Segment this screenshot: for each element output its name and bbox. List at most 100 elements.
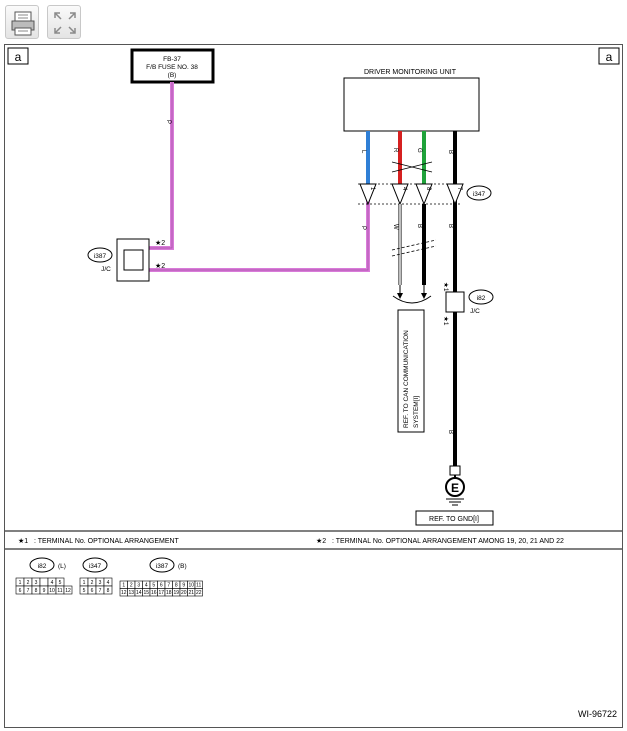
unit-title: DRIVER MONITORING UNIT (364, 69, 457, 76)
connector-view-cell (63, 585, 73, 595)
wire-pink-unit-core (149, 190, 369, 271)
expand-button[interactable] (47, 5, 81, 39)
page-marker-left (7, 47, 29, 65)
note2-text: : TERMINAL No. OPTIONAL ARRANGEMENT AMON… (332, 538, 564, 545)
connector-view-badge (29, 557, 55, 573)
connector-view-pin: 10 (188, 583, 194, 589)
connector-view-pin: 7 (27, 588, 30, 594)
connector-view-pin: 7 (99, 588, 102, 594)
connector-view-pin: 13 (128, 590, 134, 596)
wire-label-w: W (392, 224, 398, 230)
connector-view-pin: 22 (196, 590, 202, 596)
connector-view-badge (82, 557, 108, 573)
connector-view-pin: 21 (188, 590, 194, 596)
connector-i347-label: i347 (473, 191, 486, 198)
connector-view-pin: 8 (175, 583, 178, 589)
connector-view-color: (L) (58, 563, 66, 570)
toolbar (0, 0, 627, 44)
jc-i82-box (445, 291, 465, 313)
page-marker-left-label: a (15, 50, 22, 64)
wire-label-g: G (416, 148, 422, 153)
connector-i82-label: i82 (477, 295, 486, 302)
wire-pink-fuse (149, 82, 174, 250)
connector-view-pin: 11 (196, 583, 201, 589)
page-marker-right (598, 47, 620, 65)
connector-view-pin: 3 (99, 580, 102, 586)
connector-view-pin: 5 (59, 580, 62, 586)
connector-view-pin: 10 (49, 588, 55, 594)
connector-view-name: i387 (156, 563, 169, 570)
wire-label-fuse-p: P (165, 120, 171, 124)
connector-view-pin: 1 (83, 580, 86, 586)
twisted-pair-mark-lower (391, 239, 437, 257)
can-ref-box (397, 309, 425, 433)
wire-label-r: R (392, 148, 398, 153)
connector-view-pin: 16 (151, 590, 157, 596)
fuse-label-3: (B) (168, 72, 177, 79)
jc-right-label: J/C (470, 308, 480, 315)
connector-view-pin: 6 (91, 588, 94, 594)
connector-view-cell (194, 588, 203, 597)
fuse-box (130, 48, 215, 84)
star1-lower: ★1 (442, 316, 450, 326)
connector-view-pin: 12 (121, 590, 127, 596)
connector-view-pin: 6 (19, 588, 22, 594)
can-ref-line2: SYSTEM[I] (413, 396, 420, 428)
connector-view-pin: 1 (122, 583, 125, 589)
connector-view-cell (39, 577, 49, 587)
wire-label-below-p: P (360, 226, 366, 230)
print-button[interactable] (5, 5, 39, 39)
connector-view-pin: 4 (51, 580, 54, 586)
wire-label-b-top: B (447, 150, 453, 154)
ground-circle (445, 477, 465, 497)
jc-i387-inner (123, 249, 144, 271)
figure-id: WI-96722 (578, 709, 617, 719)
wire-label-b-can: B (416, 224, 422, 228)
pin-7: 7 (456, 187, 462, 191)
connector-view-pin: 12 (65, 588, 71, 594)
can-bracket (392, 295, 432, 304)
connector-view-pin: 7 (167, 583, 170, 589)
connector-view-pin: 14 (136, 590, 142, 596)
star2-upper: ★2 (155, 239, 165, 247)
connector-view-pin: 17 (158, 590, 164, 596)
connector-view-pin: 8 (35, 588, 38, 594)
can-ref-line1: REF. TO CAN COMMUNICATION (403, 330, 410, 428)
ground-terminal (449, 465, 461, 476)
pin-8: 8 (425, 187, 431, 191)
connector-i387-label: i387 (94, 253, 107, 260)
star1-upper: ★1 (442, 282, 450, 292)
connector-view-pin: 2 (91, 580, 94, 586)
connector-view-badge (149, 557, 175, 573)
wire-pink-fuse-core (149, 82, 173, 249)
connector-view-pin: 5 (152, 583, 155, 589)
connector-view-pin: 9 (43, 588, 46, 594)
connector-view-pin: 6 (160, 583, 163, 589)
note2-mark: ★2 (316, 537, 326, 545)
connector-i82-badge (468, 289, 494, 305)
connector-view-pin: 3 (137, 583, 140, 589)
driver-monitoring-unit (343, 77, 480, 132)
connector-view-pin: 5 (83, 588, 86, 594)
ground-symbol: E (451, 481, 459, 495)
note1-mark: ★1 (18, 537, 28, 545)
connector-view-pin: 4 (107, 580, 110, 586)
gnd-ref-label: REF. TO GND[I] (429, 516, 479, 523)
connector-view-pin: 15 (143, 590, 149, 596)
connector-i347-badge (466, 185, 492, 201)
connector-view-pin: 9 (182, 583, 185, 589)
connector-view-color: (B) (178, 563, 187, 570)
connector-view-pin: 2 (27, 580, 30, 586)
wire-label-b-low: B (447, 430, 453, 434)
jc-left-label: J/C (101, 266, 111, 273)
connector-view-pin: 20 (181, 590, 187, 596)
wiring-diagram-frame (4, 44, 623, 728)
connector-view-pin: 8 (107, 588, 110, 594)
pin-1: 1 (369, 187, 375, 191)
wire-label-b-mid: B (447, 224, 453, 228)
connector-view-pin: 2 (130, 583, 133, 589)
connector-view-pin: 18 (166, 590, 172, 596)
